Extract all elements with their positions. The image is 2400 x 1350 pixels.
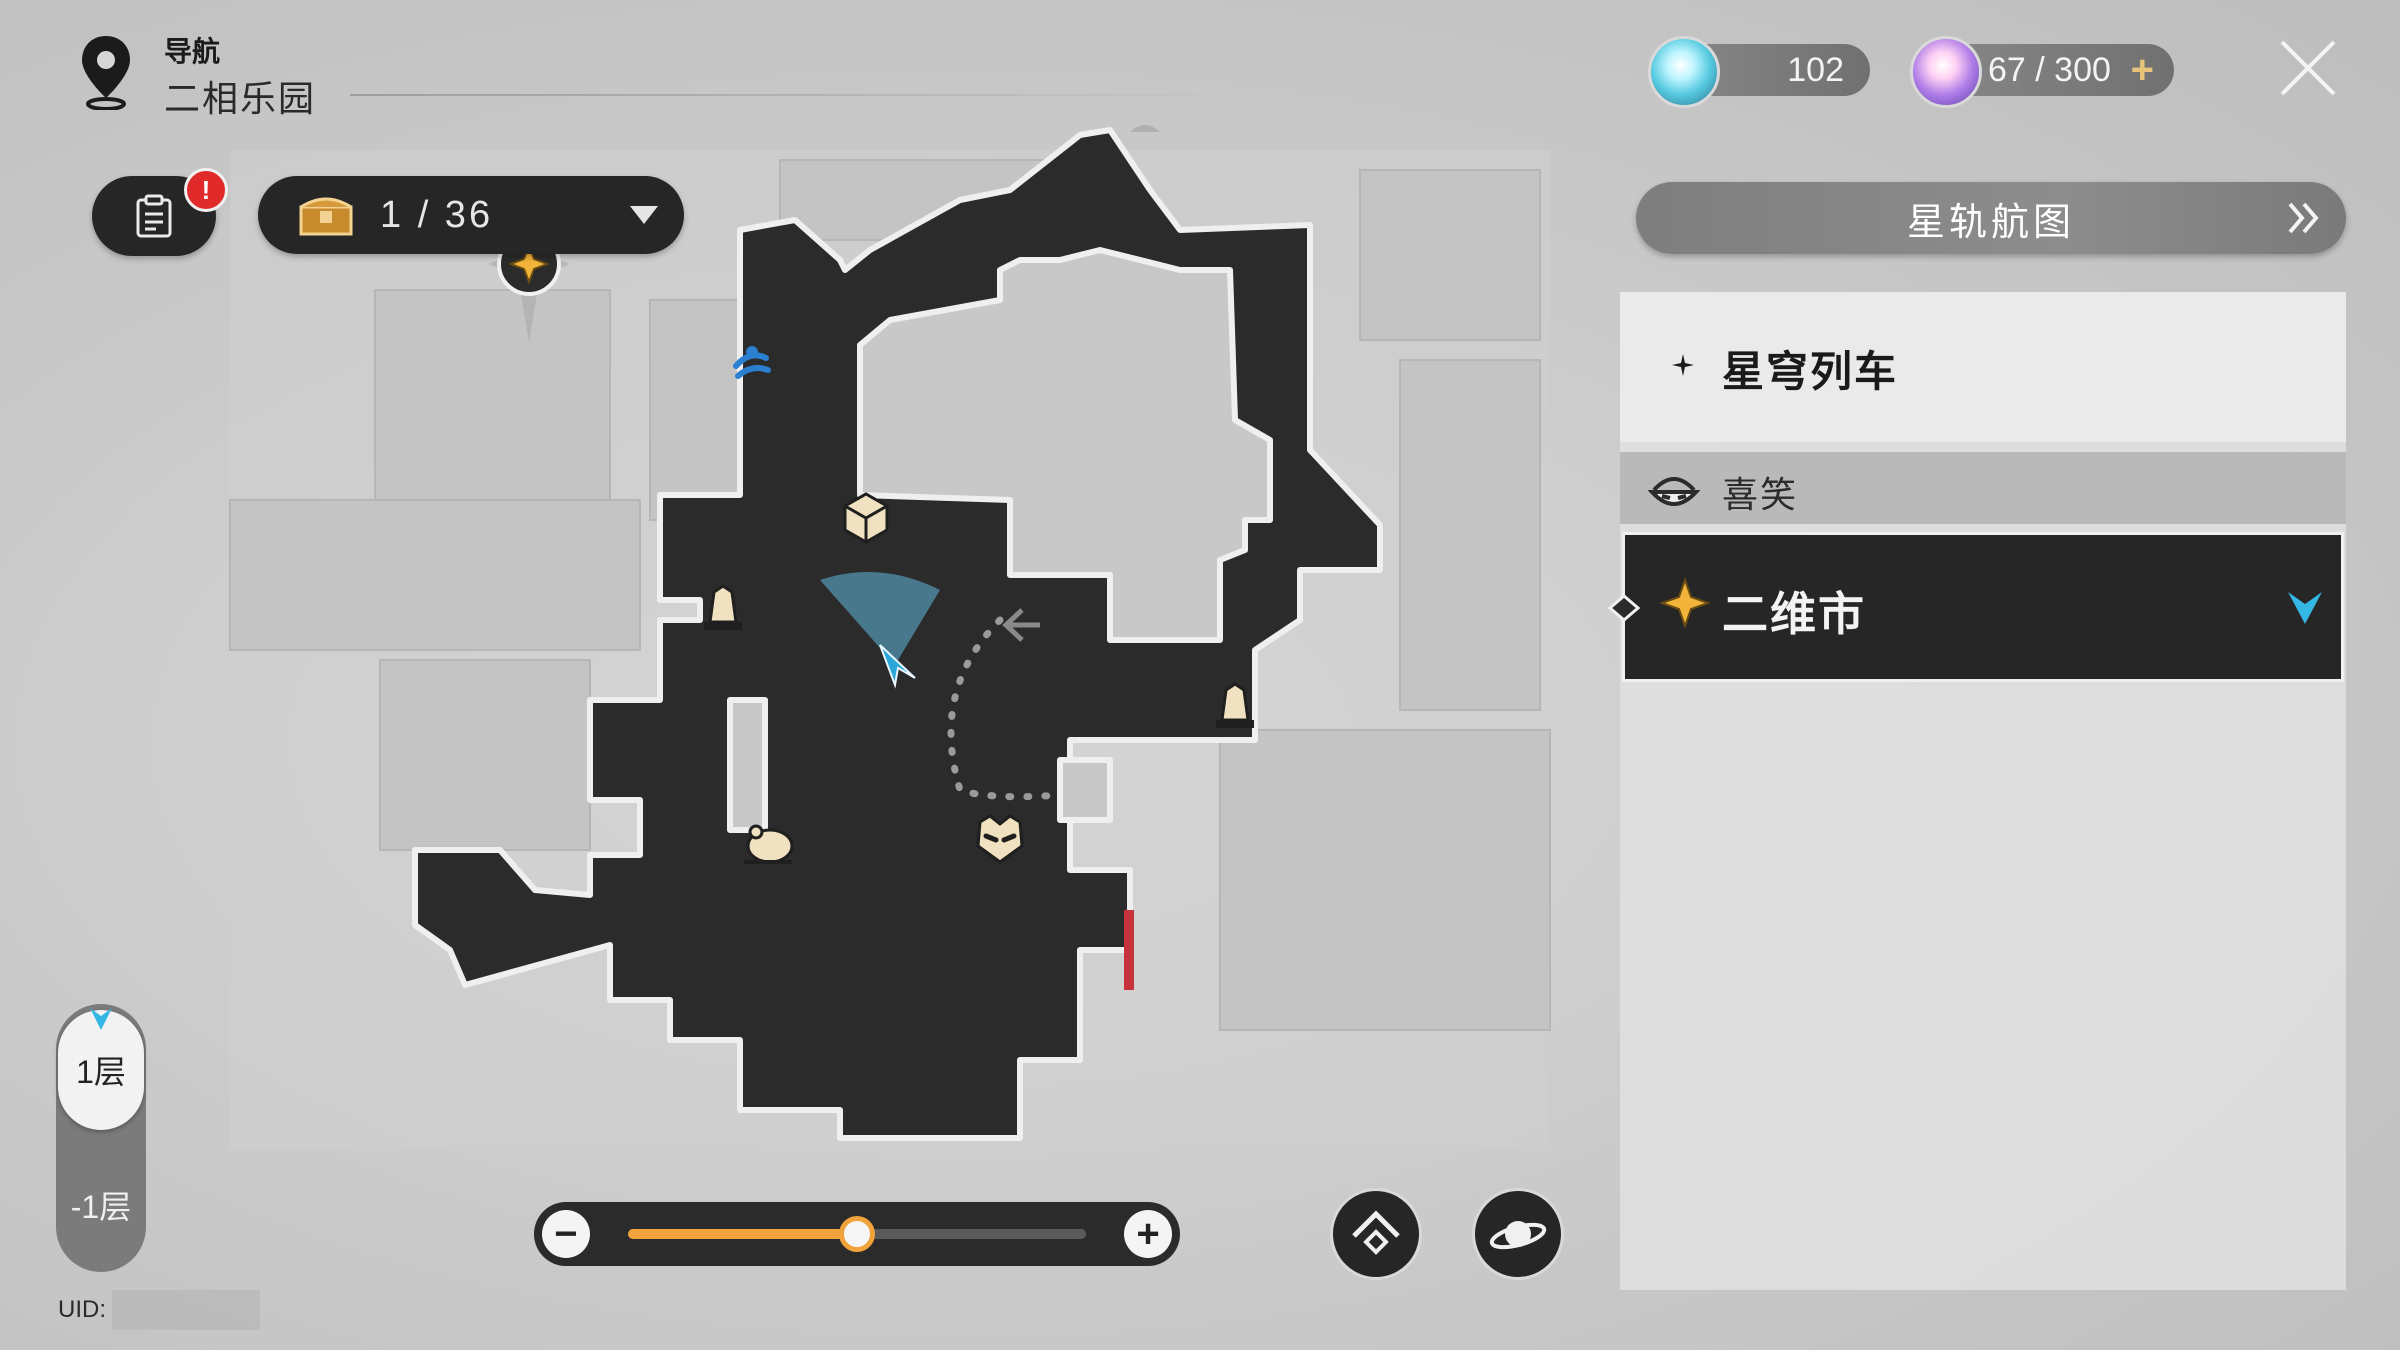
reserved-power-icon: [1910, 36, 1982, 108]
reserved-power-display[interactable]: 67 / 300 +: [1910, 36, 2174, 108]
shop-bell-icon-right[interactable]: [1210, 680, 1260, 732]
north-marker-icon: [1130, 125, 1160, 132]
reserved-power-value: 67 / 300: [1988, 50, 2111, 89]
planet-icon: [1489, 1221, 1547, 1250]
npc-raccoon-icon[interactable]: [974, 812, 1026, 866]
uid-label: UID:: [58, 1296, 106, 1323]
player-arrow-icon: [879, 644, 916, 689]
quest-alert-badge: !: [184, 168, 228, 212]
area-name: 二相乐园: [164, 78, 317, 119]
route-dots: [947, 616, 1064, 801]
star-rail-map-label: 星轨航图: [1906, 201, 2075, 244]
quest-list-button[interactable]: [92, 176, 216, 256]
zoom-slider-handle[interactable]: [839, 1216, 875, 1252]
teleport-anchor-icon[interactable]: [722, 336, 778, 392]
add-power-button[interactable]: +: [2130, 47, 2154, 92]
selected-map-name: 二维市: [1722, 588, 1866, 640]
chevron-down-icon: [630, 206, 658, 224]
direction-hint-icon: [1002, 608, 1040, 642]
selected-map-row[interactable]: [1622, 532, 2344, 682]
double-chevron-right-icon: [2288, 202, 2319, 234]
chest-counter-dropdown[interactable]: 1 / 36: [258, 176, 684, 254]
section-label: 喜笑: [1722, 474, 1799, 515]
space-anchor-icon: [1660, 578, 1710, 628]
world-name: 星穹列车: [1722, 348, 1899, 395]
close-icon[interactable]: [2276, 36, 2340, 100]
star-rail-map-button[interactable]: 星轨航图: [1636, 182, 2346, 254]
nav-label: 导航: [164, 36, 221, 67]
trailblaze-power-display[interactable]: 102: [1648, 36, 1870, 108]
planet-view-button[interactable]: [1472, 1188, 1564, 1280]
title-divider: [350, 94, 1250, 96]
section-header-row[interactable]: [1620, 452, 2346, 524]
quest-list-icon: [136, 194, 172, 238]
world-row[interactable]: [1620, 292, 2346, 442]
zoom-in-button[interactable]: +: [1124, 1210, 1172, 1258]
treasure-chest-icon: [299, 197, 353, 236]
shop-bell-icon-left[interactable]: [698, 582, 748, 634]
zoom-slider-fill: [628, 1229, 857, 1239]
current-selection-marker-icon: [1607, 594, 1641, 622]
chest-count: 1 / 36: [380, 193, 494, 236]
courtyard: [727, 247, 1273, 990]
trailblaze-power-value: 102: [1787, 50, 1844, 89]
trailblaze-power-icon: [1648, 36, 1720, 108]
home-map-button[interactable]: [1330, 1188, 1422, 1280]
home-icon: [1352, 1210, 1400, 1255]
puzzle-cube-icon[interactable]: [843, 492, 889, 544]
location-pin-icon: [82, 36, 130, 110]
zoom-out-button[interactable]: −: [542, 1210, 590, 1258]
background-buildings: [229, 159, 1551, 1031]
player-view-cone: [820, 572, 940, 665]
current-floor-indicator-icon: [90, 1008, 112, 1030]
mask-icon: [1647, 477, 1701, 506]
locked-gate: [1124, 910, 1134, 990]
floor-basement-button[interactable]: -1层: [70, 1189, 132, 1225]
uid-value-redacted: [112, 1290, 260, 1330]
npc-snail-icon[interactable]: [740, 818, 796, 868]
sparkle-icon: [1672, 354, 1694, 376]
location-check-icon: [2288, 592, 2322, 624]
